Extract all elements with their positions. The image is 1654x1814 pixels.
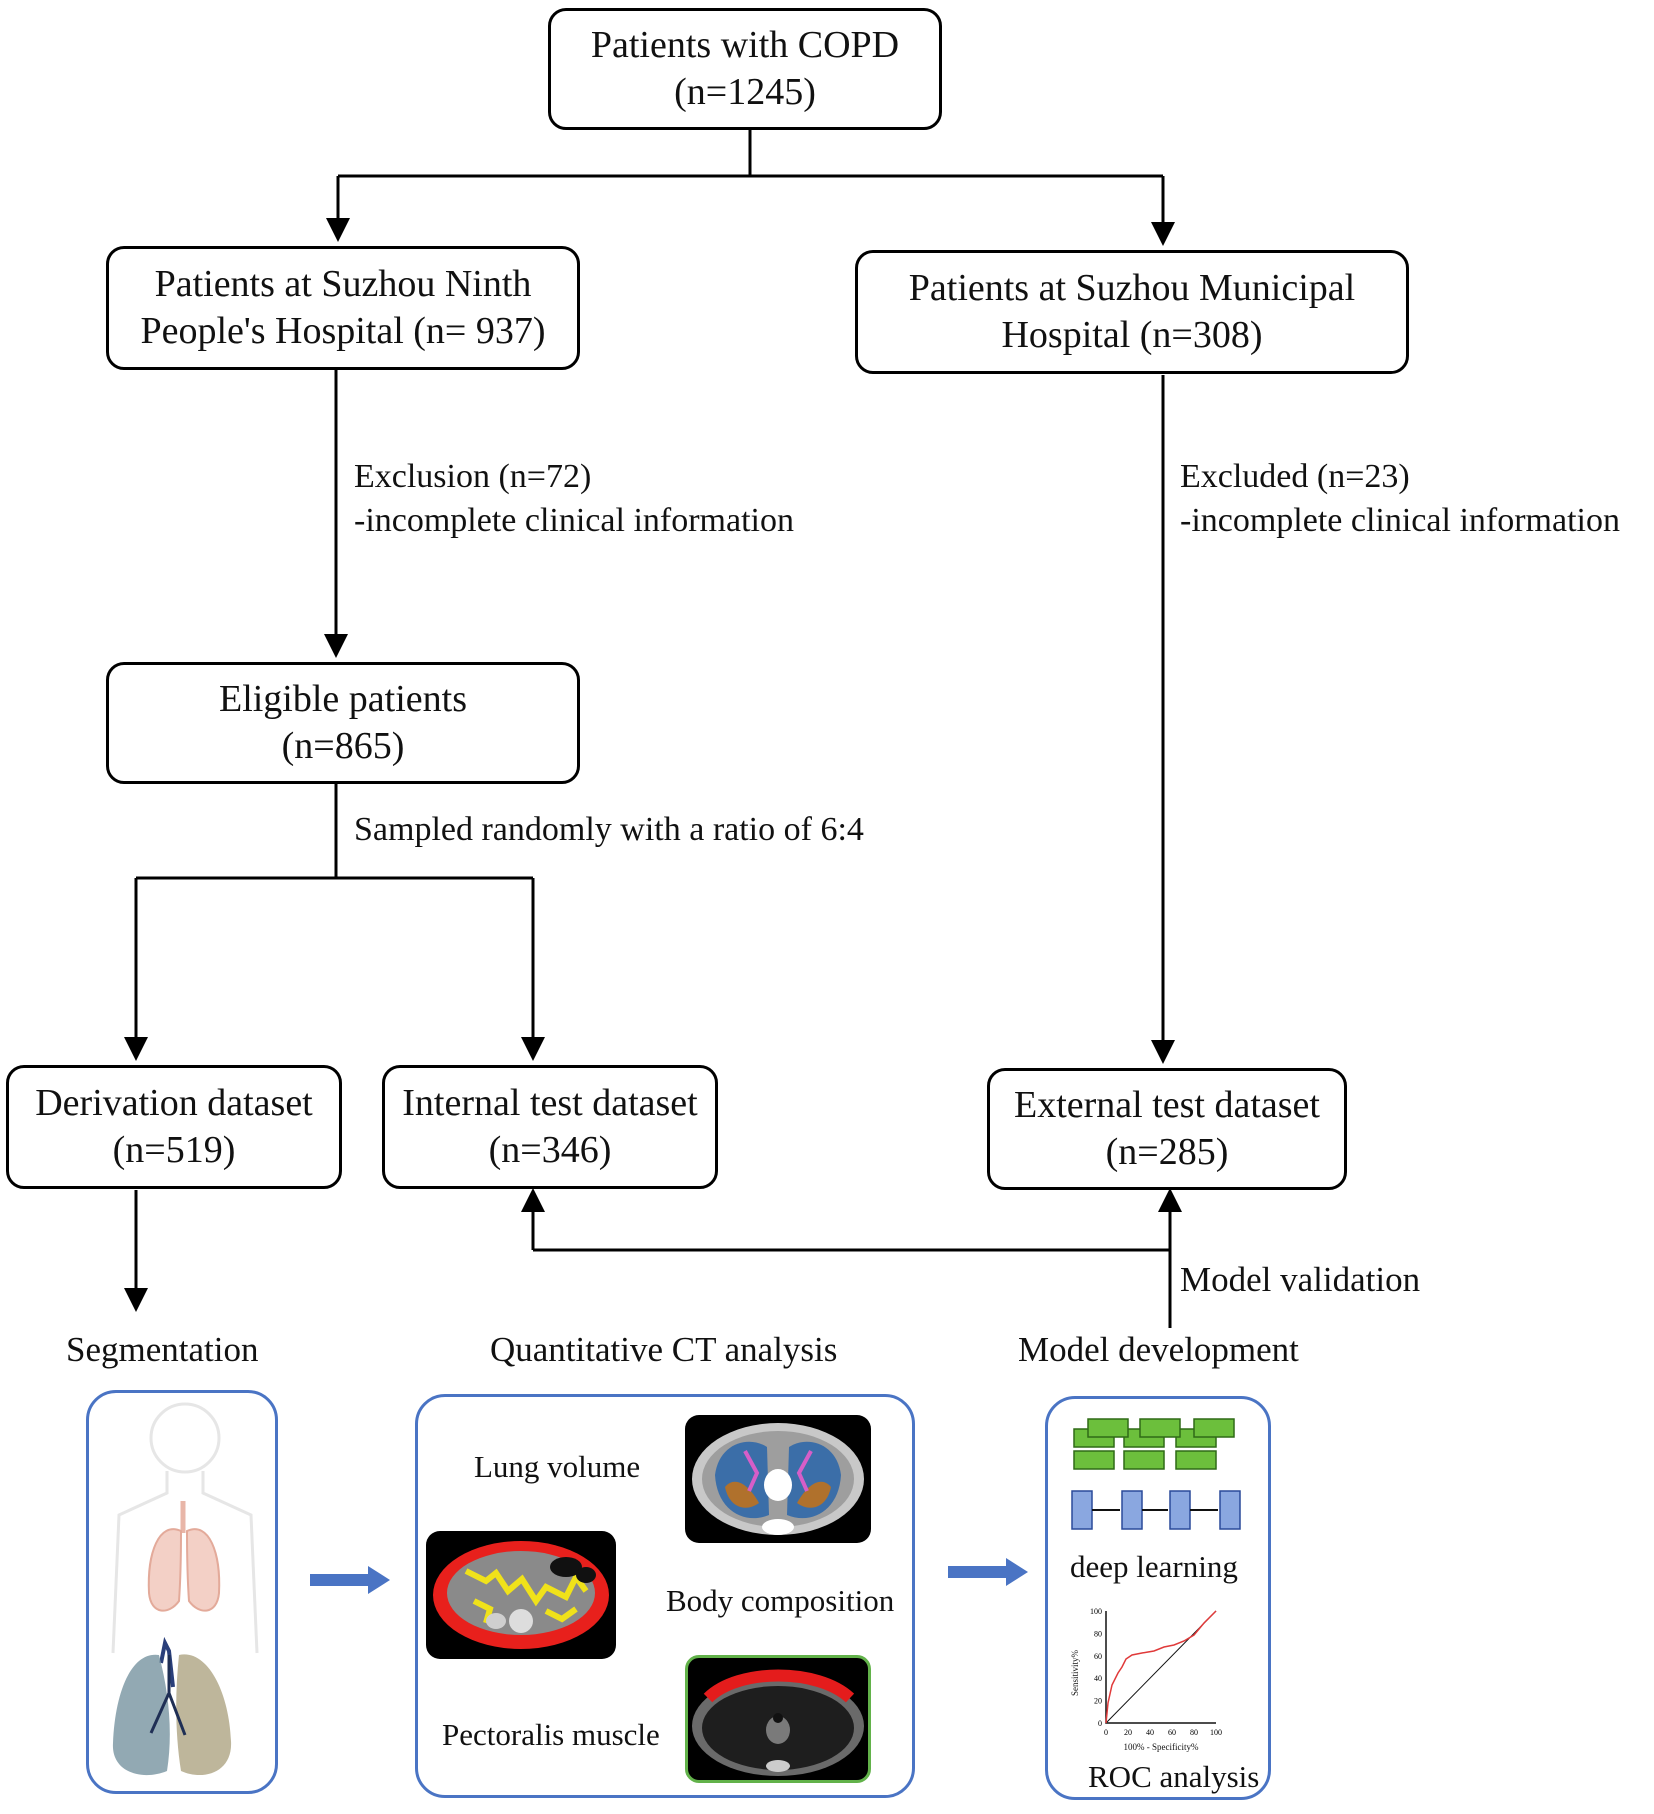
box-copd-line1: Patients with COPD xyxy=(590,24,900,66)
deep-learning-blocks xyxy=(1071,1418,1241,1530)
box-internal-line1: Internal test dataset xyxy=(402,1082,698,1124)
roc-x-tick: 40 xyxy=(1146,1728,1154,1737)
box-ninth-line1: Patients at Suzhou Ninth xyxy=(154,263,532,305)
roc-y-label: Sensitivity% xyxy=(1070,1650,1080,1697)
box-derivation-line1: Derivation dataset xyxy=(35,1082,313,1124)
roc-y-tick: 60 xyxy=(1094,1652,1102,1661)
box-eligible-line1: Eligible patients xyxy=(218,678,467,720)
box-external-test-dataset: External test dataset (n=285) xyxy=(987,1068,1347,1190)
blue-arrow-2 xyxy=(948,1558,1028,1586)
box-internal-line2: (n=346) xyxy=(488,1129,612,1171)
roc-y-tick: 80 xyxy=(1094,1629,1102,1638)
roc-x-tick: 60 xyxy=(1168,1728,1176,1737)
pectoralis-muscle-label: Pectoralis muscle xyxy=(442,1717,660,1752)
body-lungs-illustration xyxy=(111,1402,259,1776)
box-eligible-patients: Eligible patients (n=865) xyxy=(106,662,580,784)
roc-x-tick: 20 xyxy=(1124,1728,1132,1737)
body-composition-ct-image xyxy=(426,1531,616,1659)
box-municipal-line1: Patients at Suzhou Municipal xyxy=(908,267,1356,309)
segmentation-panel xyxy=(86,1390,278,1794)
roc-x-tick: 0 xyxy=(1104,1728,1108,1737)
body-composition-label: Body composition xyxy=(666,1583,895,1618)
exclusion-left-line1: Exclusion (n=72) xyxy=(354,458,592,495)
box-municipal-line2: Hospital (n=308) xyxy=(1001,314,1263,356)
quantitative-ct-panel: Lung volume Body composition Pectoralis … xyxy=(415,1394,915,1798)
exclusion-note-right: Excluded (n=23) -incomplete clinical inf… xyxy=(1180,455,1620,543)
exclusion-right-line1: Excluded (n=23) xyxy=(1180,458,1410,495)
roc-x-tick: 80 xyxy=(1190,1728,1198,1737)
box-ninth-line2: People's Hospital (n= 937) xyxy=(140,310,546,352)
exclusion-right-line2: -incomplete clinical information xyxy=(1180,502,1620,539)
stage-quantitative-ct: Quantitative CT analysis xyxy=(490,1330,838,1369)
box-derivation-line2: (n=519) xyxy=(112,1129,236,1171)
roc-y-tick: 100 xyxy=(1090,1607,1102,1616)
roc-y-tick: 40 xyxy=(1094,1674,1102,1683)
stage-model-development: Model development xyxy=(1018,1330,1299,1369)
stage-segmentation: Segmentation xyxy=(66,1330,259,1369)
sampling-note: Sampled randomly with a ratio of 6:4 xyxy=(354,811,864,848)
roc-y-tick: 20 xyxy=(1094,1697,1102,1706)
roc-curve xyxy=(1105,1610,1217,1724)
box-external-line2: (n=285) xyxy=(1105,1131,1229,1173)
lung-ct-image xyxy=(685,1415,871,1543)
box-derivation-dataset: Derivation dataset (n=519) xyxy=(6,1065,342,1189)
roc-x-tick: 100 xyxy=(1210,1728,1222,1737)
box-external-line1: External test dataset xyxy=(1014,1084,1320,1126)
box-patients-copd: Patients with COPD (n=1245) xyxy=(548,8,942,130)
exclusion-left-line2: -incomplete clinical information xyxy=(354,502,794,539)
box-eligible-line2: (n=865) xyxy=(281,725,405,767)
validation-note: Model validation xyxy=(1180,1260,1421,1299)
box-copd-line2: (n=1245) xyxy=(674,71,816,113)
roc-chart: Sensitivity% 00 20 20 40 40 60 60 80 80 100 100 10… xyxy=(1070,1607,1222,1752)
box-internal-test-dataset: Internal test dataset (n=346) xyxy=(382,1065,718,1189)
roc-analysis-label: ROC analysis xyxy=(1088,1759,1260,1794)
roc-y-tick: 0 xyxy=(1098,1719,1102,1728)
exclusion-note-left: Exclusion (n=72) -incomplete clinical in… xyxy=(354,455,794,543)
blue-arrow-1 xyxy=(310,1566,390,1594)
roc-x-label: 100% - Specificity% xyxy=(1124,1742,1199,1752)
lung-volume-label: Lung volume xyxy=(474,1449,641,1484)
deep-learning-label: deep learning xyxy=(1070,1549,1238,1584)
pectoralis-ct-image xyxy=(685,1655,871,1783)
